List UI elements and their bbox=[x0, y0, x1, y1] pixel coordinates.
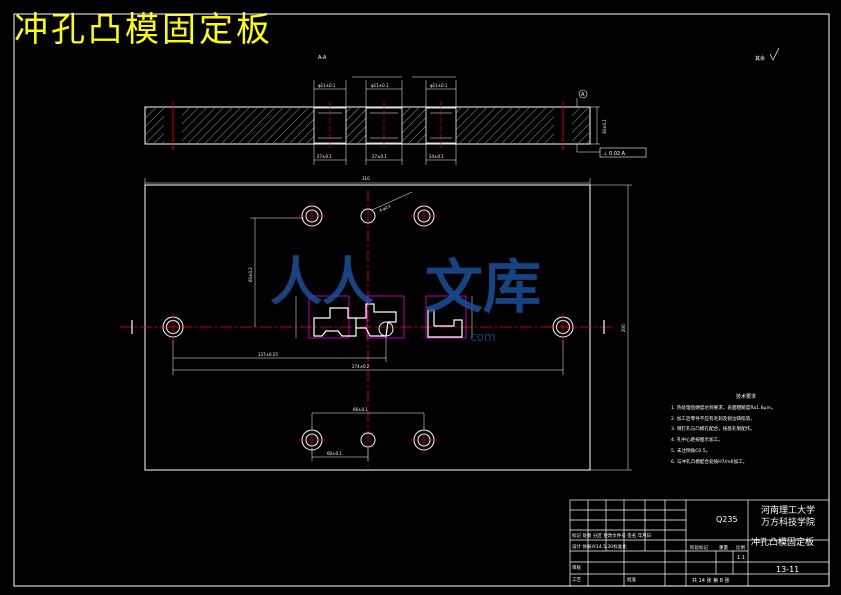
surface-finish-label: 其余 bbox=[755, 55, 765, 62]
plan-view: 310 200 274±0.2 137±0.15 60±0.2 66±0.1 6… bbox=[120, 176, 632, 471]
dim-sec-bot-1: 27±0.1 bbox=[317, 154, 332, 159]
dim-sec-top-2: φ11±0.1 bbox=[371, 83, 389, 88]
process-label: 工艺 bbox=[572, 578, 581, 583]
note-item: 6. 与冲孔凸模配合处按H7/m6加工。 bbox=[671, 459, 748, 465]
dim-bottom-pitch: 66±0.1 bbox=[353, 407, 368, 412]
approve-label: 批准 bbox=[627, 578, 636, 583]
section-outline bbox=[144, 106, 591, 145]
title-block bbox=[569, 499, 830, 587]
datum-label: A bbox=[581, 92, 585, 98]
punch-outline bbox=[308, 295, 350, 339]
sheet-count: 共 14 张 第 8 张 bbox=[692, 578, 730, 584]
scale-value: 1:1 bbox=[737, 555, 746, 561]
weight-label: 重量 bbox=[719, 546, 728, 551]
dim-vertical-60: 60±0.2 bbox=[248, 267, 253, 282]
school-name-2: 万方科技学院 bbox=[761, 518, 816, 528]
dim-sec-top-3: φ11±0.1 bbox=[430, 83, 448, 88]
punch-profile-right bbox=[427, 309, 463, 338]
technical-notes: 技术要求 1. 热处理后硬度达到要求，表面粗糙度Ra1.6μm。 2. 加工后零… bbox=[671, 392, 821, 469]
top-hole bbox=[360, 208, 376, 224]
title-row-1: 标记 处数 分区 更改文件号 签名 年月日 bbox=[572, 534, 652, 539]
watermark-text-1: 人人 bbox=[270, 252, 375, 313]
drawing-title: 冲孔凸模固定板 bbox=[14, 10, 273, 50]
dim-overall-width: 310 bbox=[362, 176, 370, 181]
watermark-text-2: 文库 bbox=[425, 253, 542, 321]
dim-hole-pitch-half: 137±0.15 bbox=[258, 352, 278, 357]
dim-sec-bot-2: 27±0.1 bbox=[372, 154, 387, 159]
title-row-2: 设计 徐振兴14.5.30标准化 bbox=[572, 545, 627, 550]
note-item: 4. 孔中心距按图示加工。 bbox=[671, 438, 723, 444]
punch-outline bbox=[425, 295, 467, 339]
dim-bottom-pitch-2: 60±0.1 bbox=[327, 451, 342, 456]
note-item: 3. 销钉孔与凸模孔配合，按基孔制配作。 bbox=[671, 427, 755, 433]
section-label: A-A bbox=[318, 55, 327, 61]
bottom-hole bbox=[360, 432, 376, 448]
punch-profile-mid bbox=[356, 303, 397, 337]
note-item: 1. 热处理后硬度达到要求，表面粗糙度Ra1.6μm。 bbox=[671, 405, 776, 411]
material: Q235 bbox=[716, 515, 738, 524]
watermark-url: com bbox=[470, 330, 496, 344]
dim-thickness: 30±0.1 bbox=[602, 119, 607, 134]
dim-overall-height: 200 bbox=[621, 324, 626, 332]
dim-hole-pitch-long: 274±0.2 bbox=[352, 364, 370, 369]
datum-symbol bbox=[578, 89, 588, 99]
drawing-number: 13-11 bbox=[776, 565, 800, 574]
part-name: 冲孔凸模固定板 bbox=[751, 538, 815, 548]
scale-label: 比例 bbox=[736, 546, 745, 551]
dim-sec-top-1: φ11±0.1 bbox=[318, 83, 336, 88]
tolerance-frame bbox=[599, 147, 647, 158]
dim-sec-bot-3: 24±0.1 bbox=[429, 154, 444, 159]
section-view: A-A bbox=[144, 55, 647, 165]
roughness-icon bbox=[769, 47, 780, 61]
note-item: 2. 加工后零件不应有毛刺及锐边缺陷等。 bbox=[671, 416, 755, 422]
note-item: 5. 未注倒角C0.5。 bbox=[671, 448, 711, 454]
dim-hole-dia: 4-φ13 bbox=[378, 203, 391, 213]
notes-title: 技术要求 bbox=[735, 394, 756, 400]
tolerance-frame-text: ⊥ 0.02 A bbox=[603, 151, 626, 157]
review-label: 审核 bbox=[572, 566, 581, 571]
plate-outline bbox=[144, 184, 591, 471]
punch-outline bbox=[366, 295, 405, 339]
drawing-border bbox=[13, 13, 830, 587]
stage-label: 阶段标记 bbox=[690, 546, 708, 551]
school-name-1: 河南理工大学 bbox=[761, 506, 816, 516]
punch-profile-left bbox=[313, 307, 357, 337]
